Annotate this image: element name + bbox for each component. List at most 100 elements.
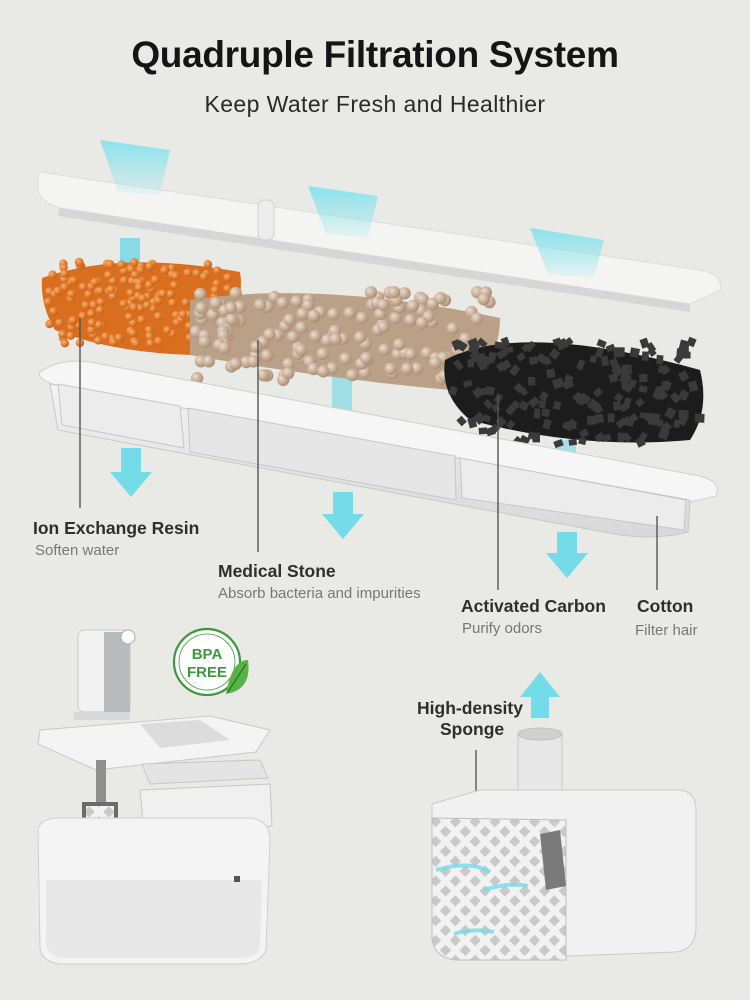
granule [109,337,118,347]
granule [108,292,117,301]
granule [117,260,126,269]
granule [637,431,649,443]
down-arrow-icon [322,492,364,539]
granule [398,287,411,300]
sponge-label-line1: High-density [417,698,523,718]
granule [542,418,552,430]
granule [410,362,424,375]
granule [600,355,610,367]
granule [168,298,177,308]
granule [429,356,442,369]
granule [678,409,689,419]
granule [415,316,429,330]
granule [527,376,536,386]
granule [193,287,207,301]
granule [456,415,467,427]
granule [488,351,497,360]
granule [404,347,417,361]
granule [209,296,222,310]
granule [657,428,670,441]
granule [212,279,221,288]
granule [400,362,414,375]
granule [576,359,586,371]
granule [229,286,242,300]
granule [677,389,690,402]
granule [542,356,552,366]
granule [260,349,274,362]
granule [60,339,70,348]
granule [645,341,657,353]
granule [384,362,397,376]
granule [53,286,62,296]
granule [657,419,664,427]
granule [95,286,105,296]
granule [462,379,473,388]
granule [218,341,231,355]
granule [393,338,406,351]
granule [621,432,633,443]
granule [327,307,340,321]
granule [519,434,531,445]
granule [629,347,641,359]
granule [276,296,289,310]
granule [360,351,373,365]
granule [478,427,488,435]
granule [607,413,615,423]
granule [126,288,135,298]
granule [130,270,140,280]
granule [247,355,260,368]
granule [470,312,484,325]
page-title: Quadruple Filtration System [131,34,619,75]
granule [518,400,530,412]
granule [572,391,585,404]
granule [615,417,628,429]
granule [145,332,154,341]
granule [353,331,367,344]
granule [295,321,308,334]
granule [659,364,671,376]
granule [229,357,242,371]
granule [135,303,145,313]
medical-stone [189,285,500,390]
granule [530,432,539,441]
granule [136,265,145,274]
granule [134,283,143,292]
granule [679,346,689,356]
granule [95,305,105,315]
granule [296,307,309,321]
granule [364,286,378,299]
granule [101,332,110,341]
layer-name-carbon: Activated Carbon [461,596,606,616]
granule [307,309,321,323]
layer-name-resin: Ion Exchange Resin [33,518,200,538]
granule [68,315,77,325]
granule [612,401,621,411]
granule [592,387,603,398]
layer-desc-resin: Soften water [35,542,120,559]
granule [613,392,624,403]
granule [263,328,276,341]
layer-desc-stone: Absorb bacteria and impurities [218,585,421,602]
granule [472,386,484,399]
granule [223,284,232,293]
granule [78,282,88,292]
granule [416,293,429,306]
granule [448,385,458,397]
granule [552,400,562,411]
granule [553,438,564,449]
granule [144,325,154,335]
granule [378,343,391,356]
granule [677,370,690,382]
granule [181,298,190,307]
granule [628,378,637,388]
granule [87,325,96,335]
layer-name-cotton: Cotton [637,596,694,616]
granule [90,277,99,287]
granule [167,264,176,273]
granule [578,437,587,446]
granule [309,329,322,343]
granule [664,406,677,420]
bpa-free-badge: BPA FREE [172,627,249,697]
layer-desc-carbon: Purify odors [462,620,543,637]
